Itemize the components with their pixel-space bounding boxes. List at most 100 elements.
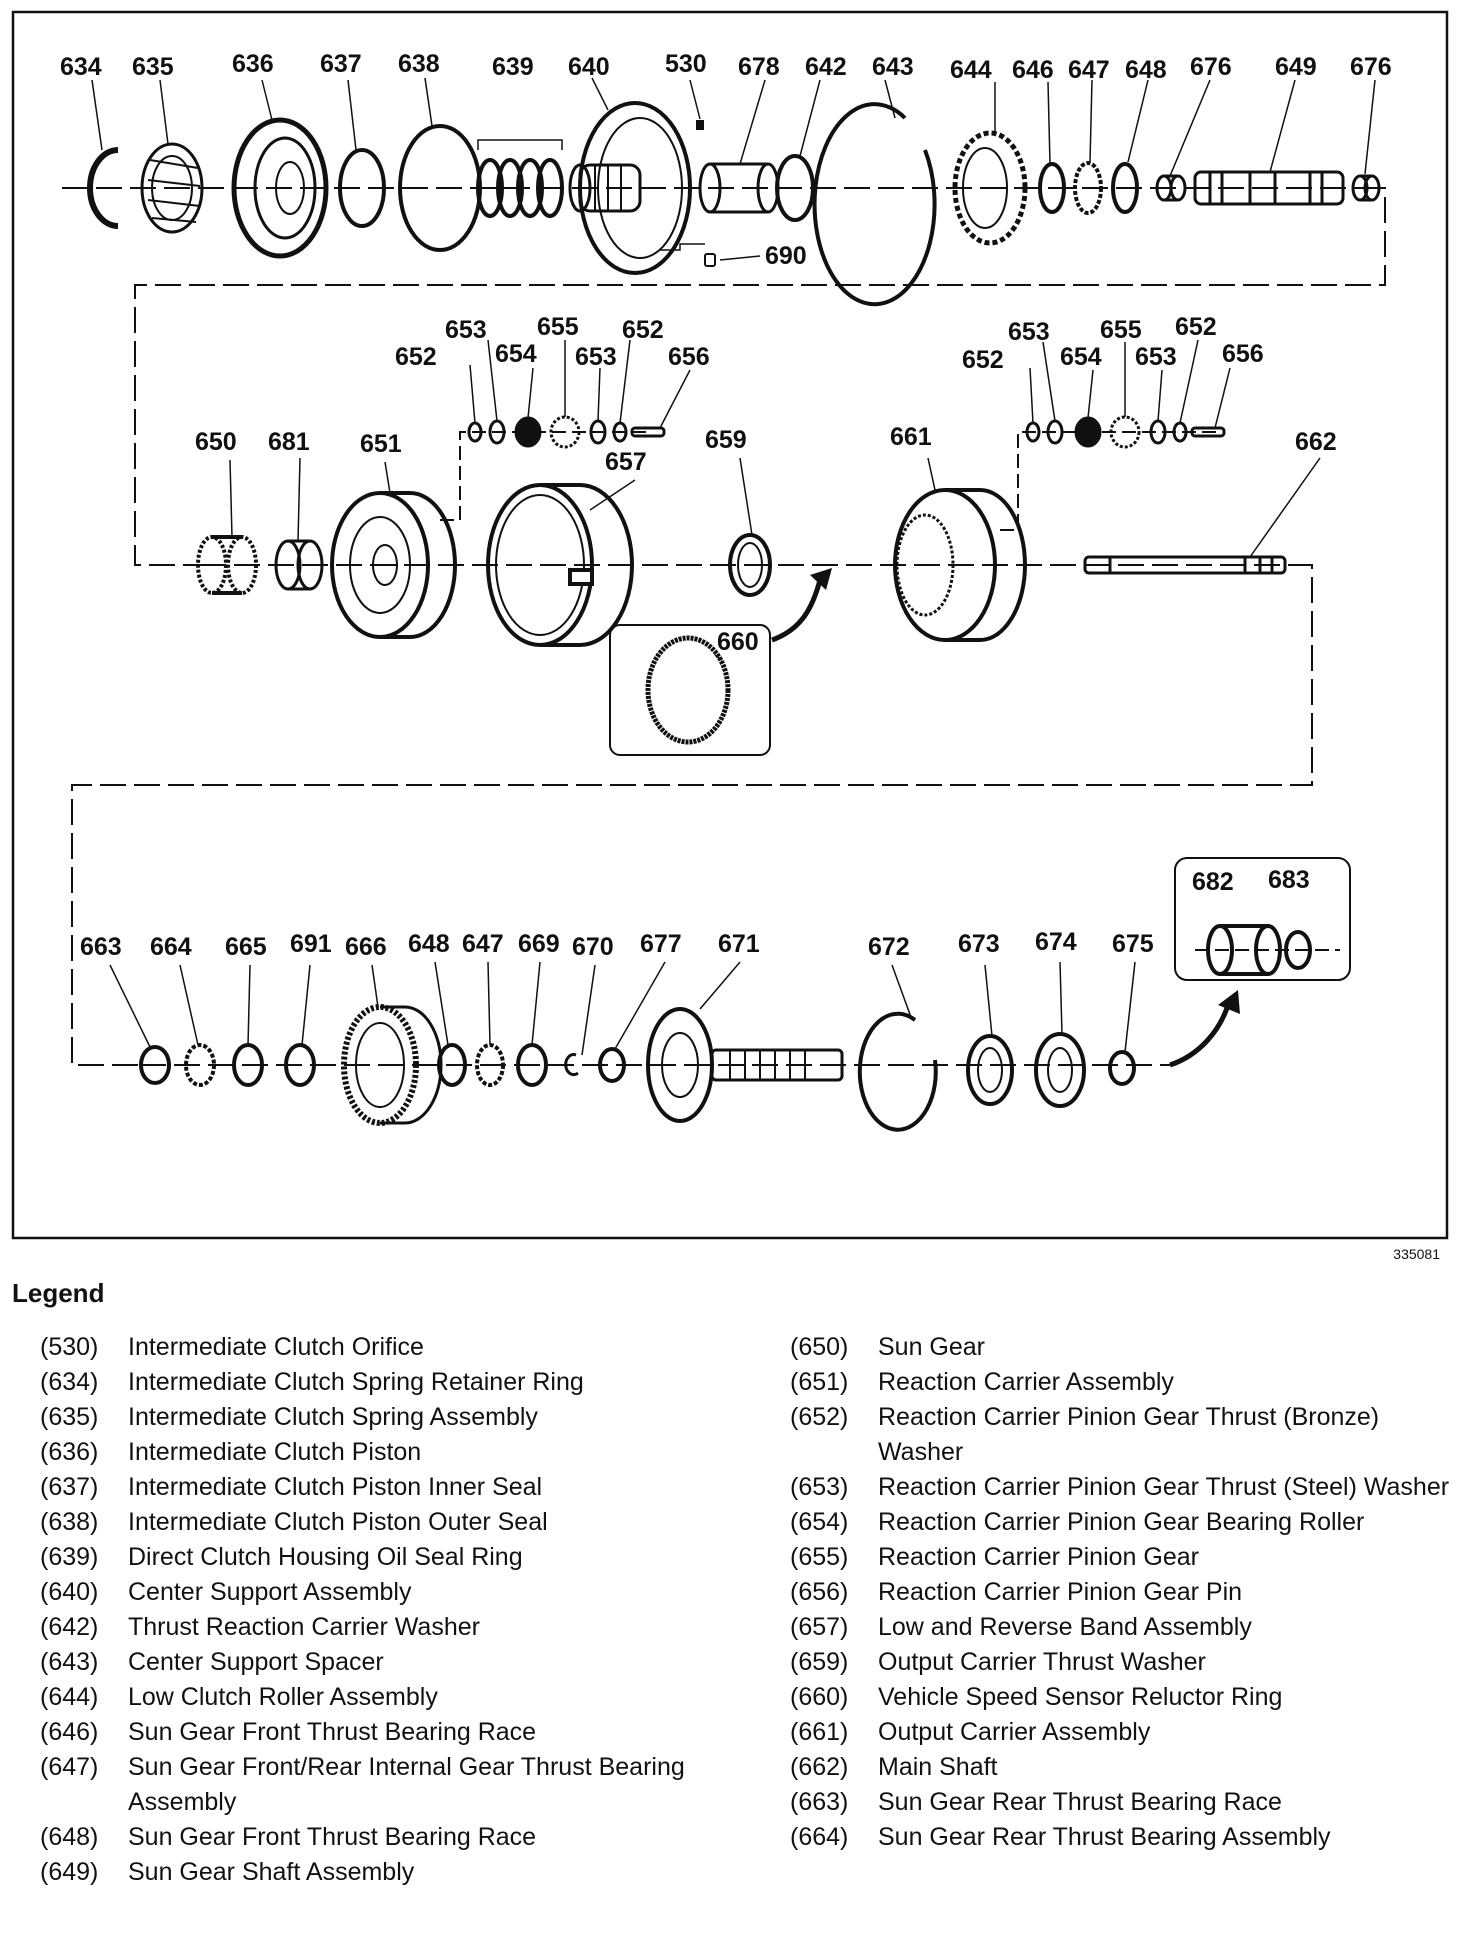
legend-row: (640)Center Support Assembly [40, 1575, 720, 1610]
legend-number: (653) [790, 1473, 849, 1501]
part-647 [1073, 161, 1103, 215]
part-643 [812, 102, 937, 307]
legend-number: (659) [790, 1648, 849, 1676]
legend-description: Vehicle Speed Sensor Reluctor Ring [878, 1683, 1283, 1711]
part-674 [1034, 1032, 1086, 1108]
legend-row: (655)Reaction Carrier Pinion Gear [790, 1540, 1470, 1575]
callout: 675 [1112, 930, 1154, 958]
legend-description: Sun Gear Rear Thrust Bearing Race [878, 1788, 1282, 1816]
legend-description: Intermediate Clutch Spring Retainer Ring [128, 1368, 584, 1396]
legend-number: (642) [40, 1613, 99, 1641]
legend-row: (638)Intermediate Clutch Piston Outer Se… [40, 1505, 720, 1540]
legend-description: Reaction Carrier Pinion Gear Pin [878, 1578, 1243, 1606]
callout: 655 [1100, 316, 1142, 344]
legend-number: (648) [40, 1823, 99, 1851]
part-660 [645, 635, 731, 745]
legend-description: Reaction Carrier Pinion Gear [878, 1543, 1199, 1571]
legend-row: (636)Intermediate Clutch Piston [40, 1435, 720, 1470]
legend-row: (657)Low and Reverse Band Assembly [790, 1610, 1470, 1645]
legend-row: (530)Intermediate Clutch Orifice [40, 1330, 720, 1365]
callout: 639 [492, 53, 534, 81]
legend-title: Legend [12, 1278, 105, 1308]
row2-to-row3-connector [71, 564, 1313, 1066]
legend-row: (660)Vehicle Speed Sensor Reluctor Ring [790, 1680, 1470, 1715]
callout: 652 [962, 346, 1004, 374]
callout: 635 [132, 53, 174, 81]
part-676-b [1351, 174, 1381, 202]
callout: 676 [1350, 53, 1392, 81]
legend-description: Output Carrier Assembly [878, 1718, 1151, 1746]
part-644 [952, 130, 1028, 246]
part-640 [568, 101, 692, 275]
legend-number: (650) [790, 1333, 849, 1361]
callout: 638 [398, 50, 440, 78]
legend-number: (649) [40, 1858, 99, 1886]
callout: 644 [950, 56, 992, 84]
pinion-group-1-axis [440, 431, 650, 521]
callout-labels: 634 635 636 637 638 639 640 530 678 642 … [60, 50, 1392, 961]
callout: 648 [1125, 56, 1167, 84]
part-530 [696, 120, 704, 130]
part-673 [966, 1034, 1014, 1106]
part-642 [775, 154, 815, 222]
callout: 637 [320, 50, 362, 78]
legend-description: Intermediate Clutch Spring Assembly [128, 1403, 538, 1431]
legend-number: (643) [40, 1648, 99, 1676]
callout: 530 [665, 50, 707, 78]
legend-description: Sun Gear Front/Rear Internal Gear Thrust… [128, 1753, 685, 1816]
part-651 [330, 491, 457, 639]
part-682 [1206, 924, 1282, 976]
part-690-leader [660, 243, 705, 251]
callout: 674 [1035, 928, 1077, 956]
part-646 [1038, 162, 1066, 214]
callout: 653 [575, 343, 617, 371]
part-676-a [1155, 174, 1187, 202]
part-660-inset-box [609, 624, 771, 756]
callout: 672 [868, 933, 910, 961]
callout: 651 [360, 430, 402, 458]
legend-row: (662)Main Shaft [790, 1750, 1470, 1785]
part-650 [196, 535, 258, 595]
leader-lines [91, 77, 1376, 1056]
legend-row: (639)Direct Clutch Housing Oil Seal Ring [40, 1540, 720, 1575]
legend-number: (647) [40, 1753, 99, 1781]
legend-description: Sun Gear Front Thrust Bearing Race [128, 1823, 537, 1851]
legend-row: (656)Reaction Carrier Pinion Gear Pin [790, 1575, 1470, 1610]
legend-row: (663)Sun Gear Rear Thrust Bearing Race [790, 1785, 1470, 1820]
part-661 [893, 488, 1027, 642]
callout: 657 [605, 448, 647, 476]
callout: 647 [462, 930, 504, 958]
callout: 683 [1268, 866, 1310, 894]
part-637 [338, 148, 386, 228]
legend-number: (646) [40, 1718, 99, 1746]
part-690 [704, 253, 716, 267]
callout: 647 [1068, 56, 1110, 84]
callout: 656 [1222, 340, 1264, 368]
part-649 [1193, 170, 1345, 206]
callout: 652 [395, 343, 437, 371]
callout: 671 [718, 930, 760, 958]
legend-description: Low and Reverse Band Assembly [878, 1613, 1252, 1641]
legend-left-column: (530)Intermediate Clutch Orifice (634) In… [40, 1330, 720, 1890]
legend-description: Intermediate Clutch Piston Outer Seal [128, 1508, 548, 1536]
diagram-frame [11, 10, 1449, 1240]
callout: 681 [268, 428, 310, 456]
row1-to-row2-connector [134, 187, 1386, 566]
legend-number: (651) [790, 1368, 849, 1396]
legend-number: (634) [40, 1368, 99, 1396]
legend-row: (646)Sun Gear Front Thrust Bearing Race [40, 1715, 720, 1750]
legend-row: (635) Intermediate Clutch Spring Assembly [40, 1400, 720, 1435]
legend-number: (635) [40, 1403, 99, 1431]
callout: 654 [495, 340, 537, 368]
part-657 [486, 483, 634, 647]
callout: 642 [805, 53, 847, 81]
callout: 653 [445, 316, 487, 344]
legend-description: Reaction Carrier Assembly [878, 1368, 1174, 1396]
legend-row: (653)Reaction Carrier Pinion Gear Thrust… [790, 1470, 1470, 1505]
legend-description: Sun Gear Rear Thrust Bearing Assembly [878, 1823, 1331, 1851]
legend-row: (661)Output Carrier Assembly [790, 1715, 1470, 1750]
legend-row: (652)Reaction Carrier Pinion Gear Thrust… [790, 1400, 1470, 1470]
part-660-arrow [771, 579, 823, 643]
callout: 663 [80, 933, 122, 961]
legend-description: Low Clutch Roller Assembly [128, 1683, 438, 1711]
